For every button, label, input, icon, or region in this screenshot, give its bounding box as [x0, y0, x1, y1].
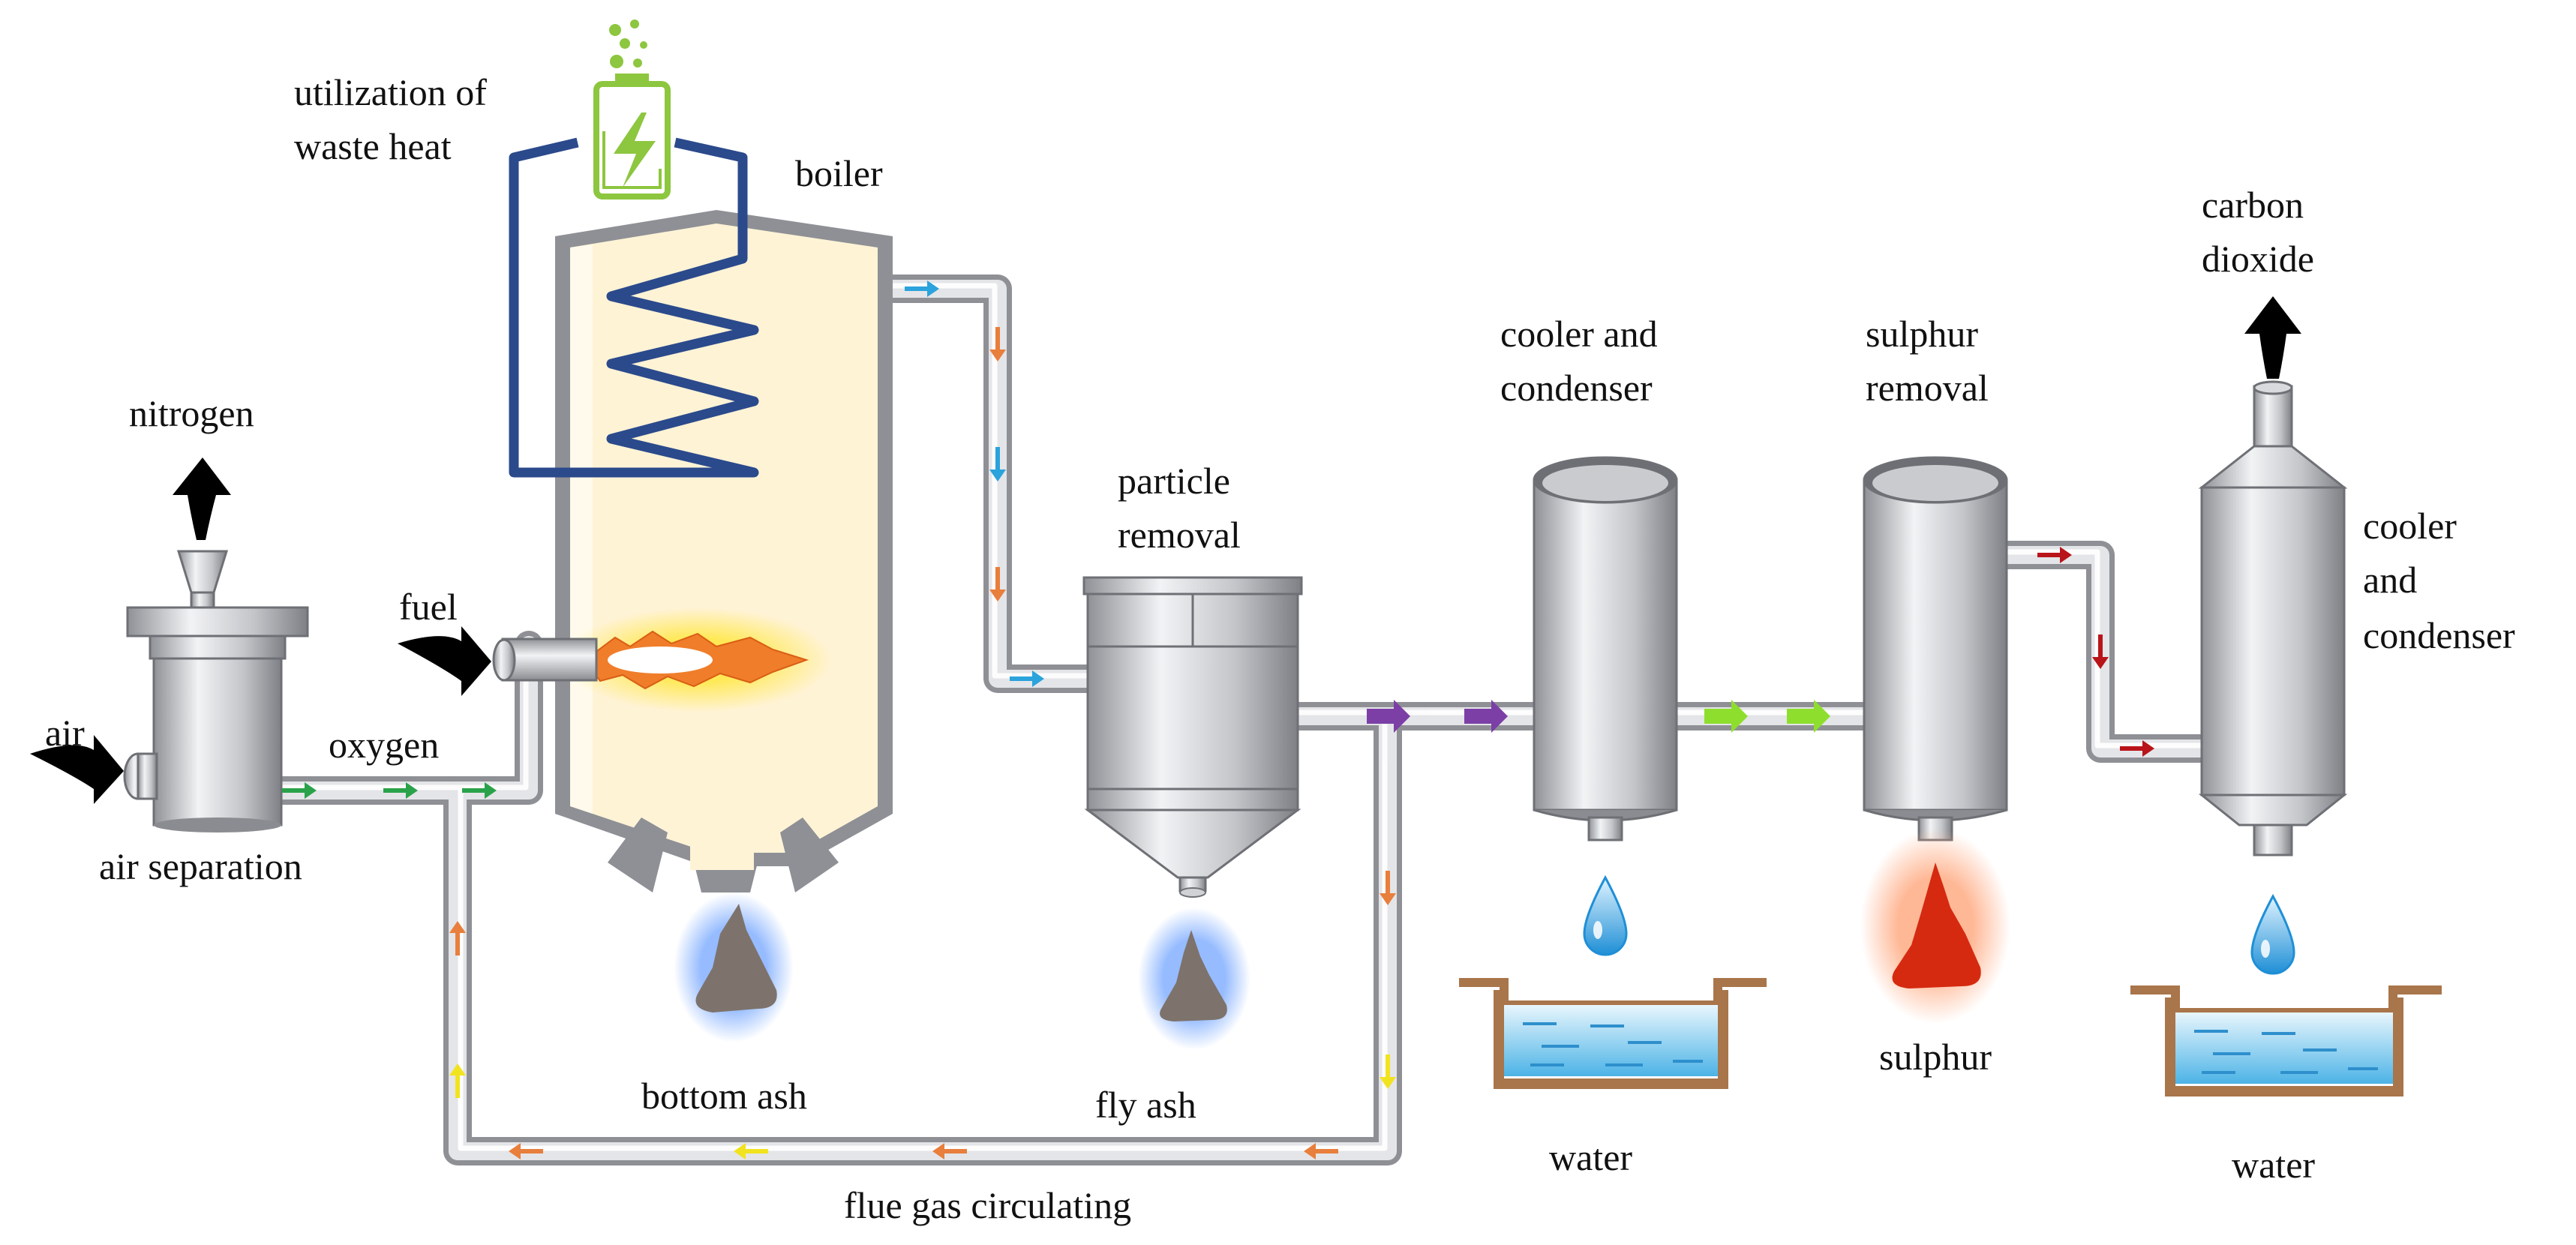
cooler1-label-line1: cooler and: [1500, 313, 1658, 355]
water-drop-left: [1583, 874, 1628, 956]
flow-arrow-icon: [2037, 547, 2072, 563]
bottom-ash-pile: [674, 892, 794, 1042]
cooler1-label-line2: condenser: [1500, 367, 1653, 409]
flow-arrow-icon: [932, 1143, 967, 1160]
sulphur-removal-label-line1: sulphur: [1866, 313, 1978, 355]
waste-heat-coil: [509, 137, 759, 478]
flow-arrow-icon: [1704, 700, 1748, 733]
flow-arrow-icon: [1304, 1143, 1338, 1160]
sulphur-flame-icon: [1892, 862, 1981, 988]
cooler2-label-line2: and: [2363, 559, 2417, 601]
battery-icon: [593, 74, 671, 200]
air-inflow-arrow: [30, 735, 124, 804]
particle-removal-label-line1: particle: [1118, 460, 1230, 502]
flue-gas-label: flue gas circulating: [844, 1184, 1131, 1226]
cooler-condenser-1: [1533, 456, 1678, 842]
bubbles-icon: [609, 20, 647, 68]
flow-arrow-icon: [449, 921, 466, 956]
water-basin-left: [1459, 978, 1767, 1089]
boiler: [555, 210, 893, 892]
nitrogen-label: nitrogen: [129, 392, 254, 434]
flow-arrow-icon: [509, 1143, 543, 1160]
oxygen-label: oxygen: [329, 724, 439, 766]
fly-ash-label: fly ash: [1095, 1084, 1196, 1126]
sulphur-label: sulphur: [1879, 1036, 1992, 1078]
inflow-arrow-icon: [398, 626, 491, 696]
ash-pile-icon: [695, 904, 777, 1012]
sulphur-removal-unit: [1863, 456, 2008, 842]
flow-arrow-icon: [282, 782, 317, 799]
outflow-arrow-icon: [2244, 296, 2301, 379]
utilization-label-line2: waste heat: [294, 125, 452, 167]
particle-removal-unit: [1082, 576, 1303, 898]
outflow-arrow-icon: [173, 458, 231, 540]
ash-pile-icon: [1160, 930, 1227, 1022]
air-separation-label: air separation: [99, 845, 302, 887]
fuel-burner: [492, 608, 833, 712]
water-drop-icon: [2250, 893, 2295, 975]
flow-arrow-icon: [905, 280, 939, 297]
water-left-label: water: [1549, 1136, 1632, 1178]
flow-arrow-icon: [1010, 670, 1044, 687]
flow-arrow-icon: [989, 447, 1006, 482]
cooler2-label-line3: condenser: [2363, 614, 2515, 656]
water-right-label: water: [2232, 1144, 2315, 1186]
flow-arrow-icon: [1380, 871, 1396, 905]
flow-arrow-icon: [2120, 740, 2154, 757]
flow-arrow-icon: [989, 327, 1006, 362]
bottom-ash-label: bottom ash: [641, 1075, 807, 1117]
flow-arrow-icon: [1787, 700, 1830, 733]
flow-arrow-icon: [734, 1143, 768, 1160]
water-basin-right: [2130, 986, 2442, 1096]
air-label: air: [45, 712, 85, 754]
utilization-label-line1: utilization of: [294, 71, 487, 113]
fuel-inflow-arrow: [398, 626, 491, 696]
nitrogen-outflow-arrow: [173, 458, 231, 540]
particle-removal-label-line2: removal: [1118, 514, 1241, 556]
flow-arrow-icon: [2092, 634, 2109, 669]
water-drop-icon: [1583, 874, 1628, 956]
flow-arrow-icon: [989, 567, 1006, 602]
co2-outflow-arrow: [2244, 296, 2301, 379]
sulphur-removal-label-line2: removal: [1866, 367, 1989, 409]
air-separation-unit: [123, 550, 309, 832]
inflow-arrow-icon: [30, 735, 124, 804]
flow-arrow-icon: [1464, 700, 1508, 733]
boiler-label: boiler: [795, 152, 883, 194]
fuel-label: fuel: [399, 586, 458, 628]
flow-arrow-icon: [462, 782, 497, 799]
labels: utilization of waste heat boiler nitroge…: [45, 71, 2515, 1226]
flow-arrows: [282, 280, 2154, 1160]
sulphur-output: [1860, 829, 2010, 1024]
flow-arrow-icon: [383, 782, 418, 799]
flow-arrow-icon: [1367, 700, 1410, 733]
co2-label-line1: carbon: [2202, 184, 2304, 226]
co2-label-line2: dioxide: [2202, 238, 2314, 280]
water-drop-right: [2250, 893, 2295, 975]
cooler2-label-line1: cooler: [2363, 505, 2457, 547]
fly-ash-pile: [1138, 908, 1250, 1050]
flow-arrow-icon: [449, 1064, 466, 1098]
cooler-condenser-2: [2198, 380, 2348, 856]
flow-arrow-icon: [1380, 1054, 1396, 1089]
